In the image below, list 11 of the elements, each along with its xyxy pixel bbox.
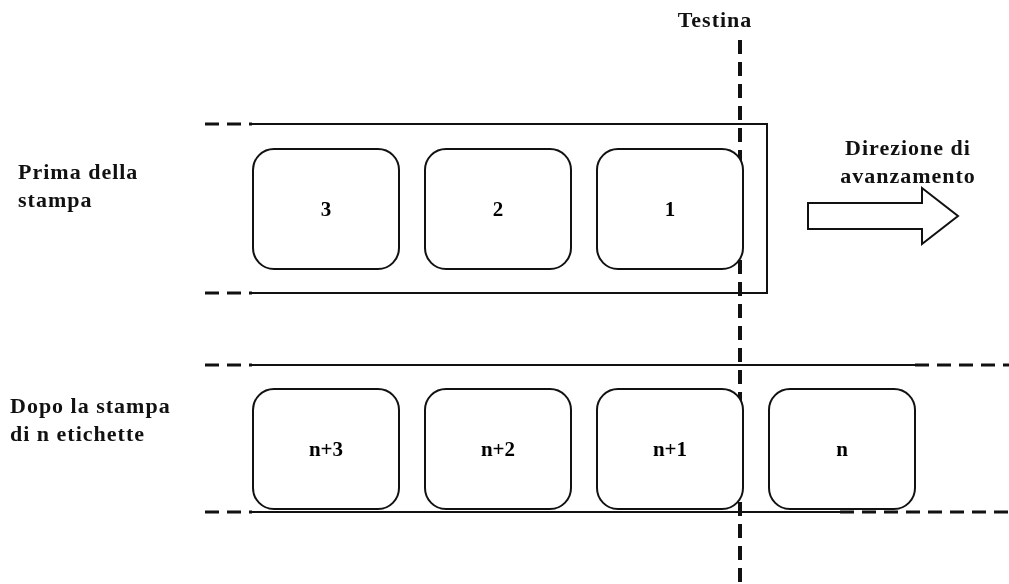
label-box: n+2 (424, 388, 572, 510)
label-box: n+3 (252, 388, 400, 510)
label-box: 1 (596, 148, 744, 270)
caption-text: Prima della stampa (18, 158, 140, 214)
label-box: 3 (252, 148, 400, 270)
caption-text: Direzione di avanzamento (839, 134, 977, 190)
label-box: n (768, 388, 916, 510)
caption-text: Dopo la stampa di n etichette (10, 392, 172, 448)
caption-text: Testina (676, 6, 754, 34)
label-box: 2 (424, 148, 572, 270)
label-box: n+1 (596, 388, 744, 510)
